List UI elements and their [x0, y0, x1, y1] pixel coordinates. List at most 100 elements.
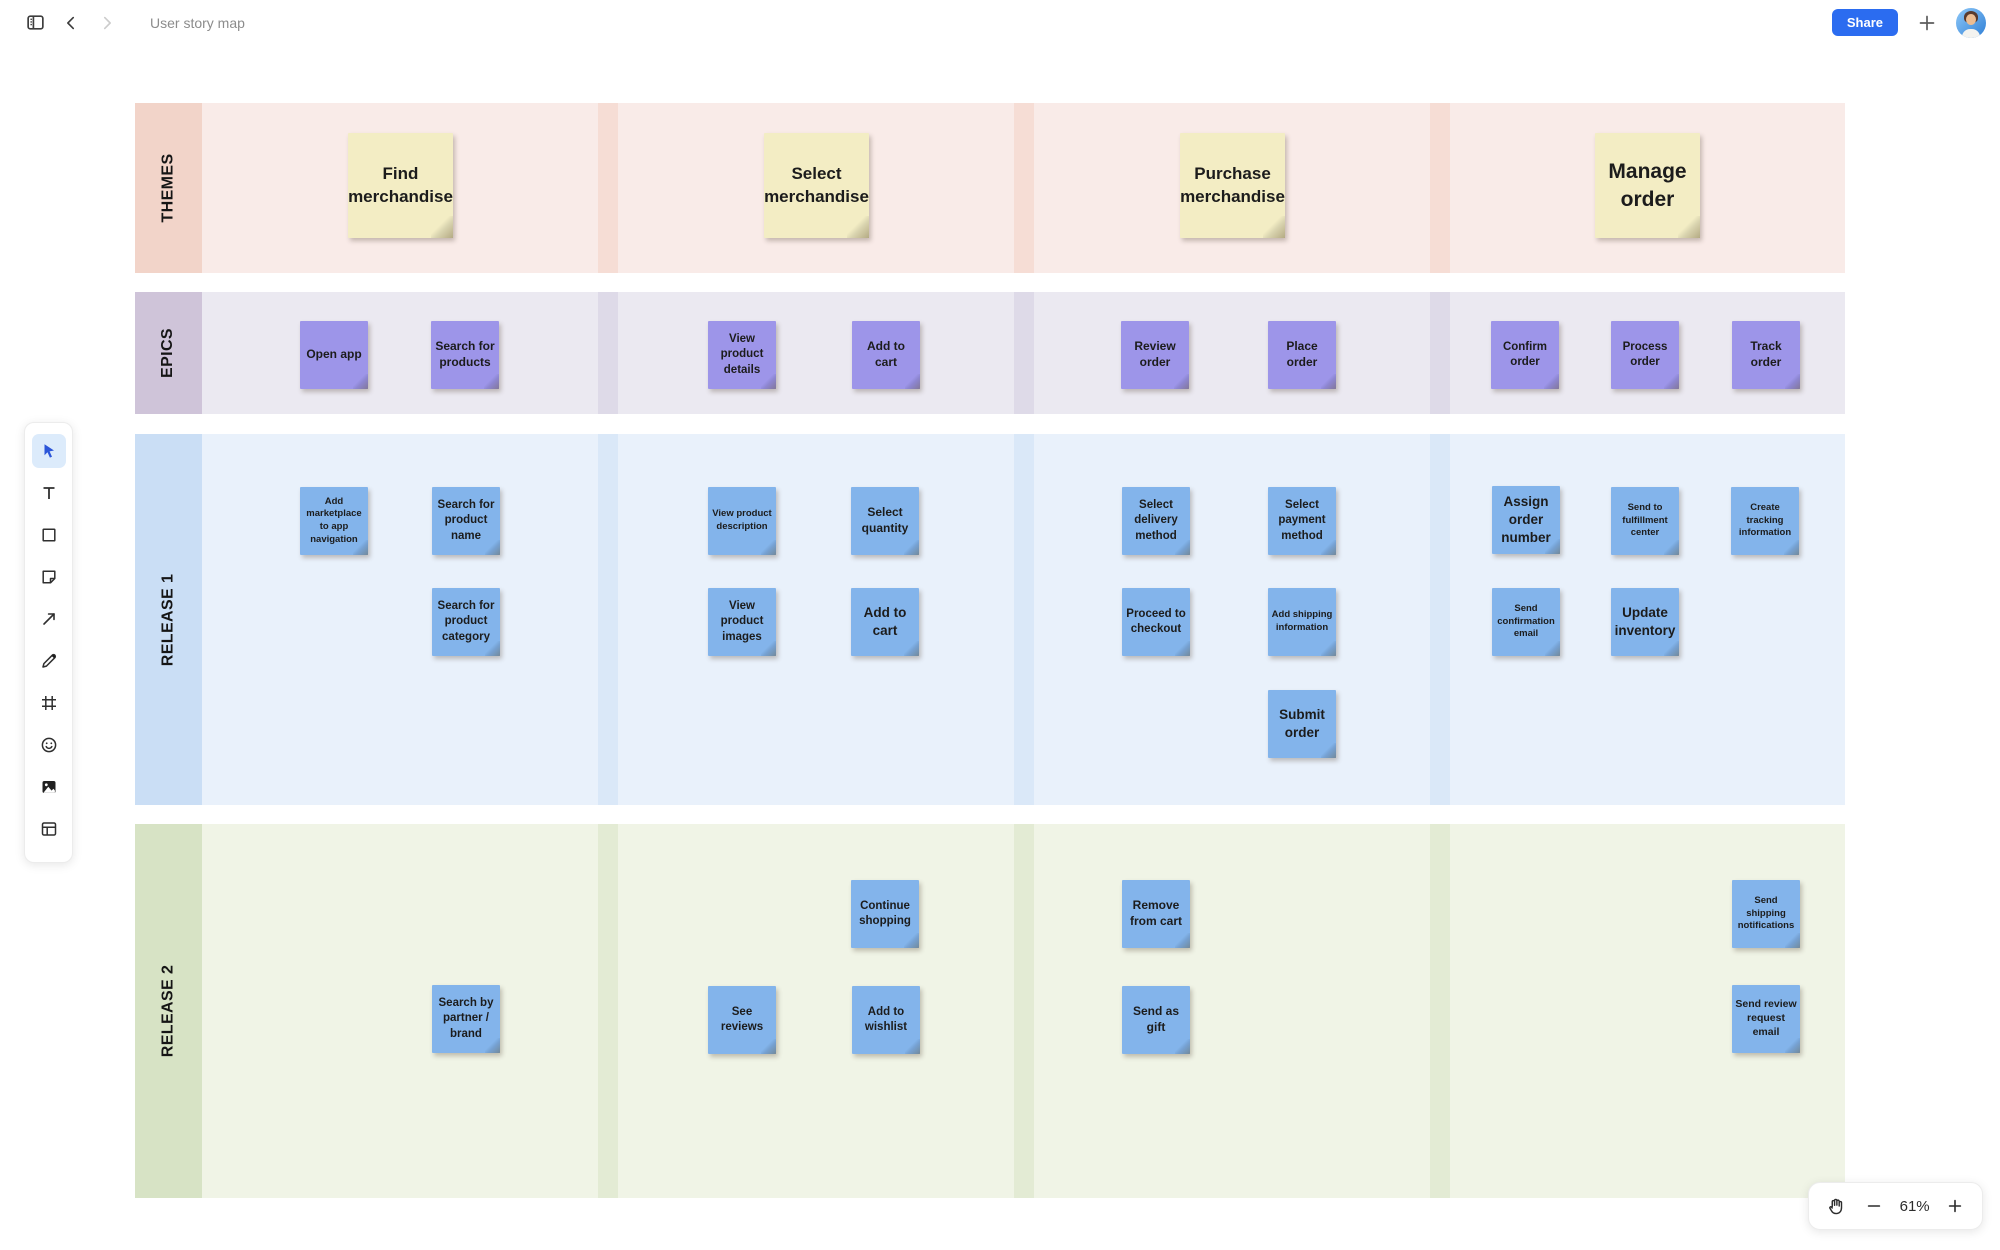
tool-shape[interactable] — [32, 518, 66, 552]
smiley-icon — [41, 737, 56, 753]
avatar-face — [1966, 13, 1976, 25]
column-divider — [1430, 824, 1450, 1198]
sticky-note-story[interactable]: Submit order — [1268, 690, 1336, 758]
sticky-note-epic[interactable]: Add to cart — [852, 321, 920, 389]
zoom-level[interactable]: 61% — [1899, 1197, 1930, 1215]
sticky-note-story[interactable]: Search for product name — [432, 487, 500, 555]
tool-palette — [24, 422, 73, 863]
sticky-note-epic[interactable]: Track order — [1732, 321, 1800, 389]
sticky-note-theme[interactable]: Manage order — [1595, 133, 1700, 238]
zoom-out-button[interactable] — [1861, 1193, 1887, 1219]
tool-pencil[interactable] — [32, 644, 66, 678]
sticky-note-story[interactable]: View product description — [708, 487, 776, 555]
column-divider — [598, 434, 618, 805]
pan-tool-button[interactable] — [1823, 1193, 1849, 1219]
row-label-epics: EPICS — [135, 292, 202, 414]
tool-emoji[interactable] — [32, 728, 66, 762]
row-release-2: RELEASE 2 — [135, 824, 1845, 1198]
plus-icon — [1919, 15, 1935, 30]
chevron-right-icon — [103, 16, 111, 29]
tool-table[interactable] — [32, 812, 66, 846]
sticky-note-story[interactable]: Create tracking information — [1731, 487, 1799, 555]
frame-icon — [41, 696, 56, 710]
tool-image[interactable] — [32, 770, 66, 804]
sticky-note-epic[interactable]: Confirm order — [1491, 321, 1559, 389]
sticky-note-epic[interactable]: Search for products — [431, 321, 499, 389]
tool-select[interactable] — [31, 434, 66, 468]
pencil-icon — [41, 653, 56, 668]
zoom-in-button[interactable] — [1942, 1193, 1968, 1219]
sticky-note-story[interactable]: Add to cart — [851, 588, 919, 656]
forward-button[interactable] — [96, 12, 118, 34]
new-board-button[interactable] — [1916, 12, 1938, 34]
sticky-note-story[interactable]: Add marketplace to app navigation — [300, 487, 368, 555]
sticky-note-epic[interactable]: Review order — [1121, 321, 1189, 389]
column-divider — [1014, 824, 1034, 1198]
sticky-note-theme[interactable]: Find merchandise — [348, 133, 453, 238]
sticky-note-epic[interactable]: Process order — [1611, 321, 1679, 389]
share-button[interactable]: Share — [1831, 9, 1898, 36]
column-divider — [1430, 103, 1450, 273]
sticky-note-story[interactable]: Send to fulfillment center — [1611, 487, 1679, 555]
sticky-note-story[interactable]: Remove from cart — [1122, 880, 1190, 948]
column-divider — [598, 824, 618, 1198]
column-divider — [1430, 434, 1450, 805]
square-icon — [41, 528, 56, 542]
avatar[interactable] — [1956, 7, 1986, 38]
tool-sticky-note[interactable] — [32, 560, 66, 594]
chevron-left-icon — [67, 16, 75, 29]
user-story-map-board: THEMES EPICS RELEASE 1 RELEASE 2 Find me… — [135, 103, 1845, 1198]
sticky-note-story[interactable]: Search by partner / brand — [432, 985, 500, 1053]
sticky-note-epic[interactable]: View product details — [708, 321, 776, 389]
sticky-note-story[interactable]: Send confirmation email — [1492, 588, 1560, 656]
sticky-note-icon — [41, 570, 56, 584]
tool-text[interactable] — [32, 476, 66, 510]
sticky-note-story[interactable]: Search for product category — [432, 588, 500, 656]
sidebar-toggle-button[interactable] — [24, 12, 46, 34]
sticky-note-story[interactable]: Select payment method — [1268, 487, 1336, 555]
sticky-note-story[interactable]: Select delivery method — [1122, 487, 1190, 555]
sticky-note-story[interactable]: Continue shopping — [851, 880, 919, 948]
plus-icon — [1948, 1199, 1962, 1213]
back-button[interactable] — [60, 12, 82, 34]
topbar: User story map Share — [0, 0, 2000, 45]
sticky-note-story[interactable]: Send review request email — [1732, 985, 1800, 1053]
hand-icon — [1829, 1198, 1843, 1215]
sticky-note-story[interactable]: Select quantity — [851, 487, 919, 555]
sticky-note-epic[interactable]: Open app — [300, 321, 368, 389]
column-divider — [1014, 292, 1034, 414]
tool-arrow[interactable] — [32, 602, 66, 636]
row-themes: THEMES — [135, 103, 1845, 273]
arrow-icon — [42, 613, 55, 625]
sticky-note-story[interactable]: See reviews — [708, 986, 776, 1054]
row-label-release-2: RELEASE 2 — [135, 824, 202, 1198]
row-label-themes: THEMES — [135, 103, 202, 273]
cursor-icon — [44, 444, 54, 458]
sticky-note-theme[interactable]: Purchase merchandise — [1180, 133, 1285, 238]
sticky-note-story[interactable]: Add shipping information — [1268, 588, 1336, 656]
sticky-note-story[interactable]: Send as gift — [1122, 986, 1190, 1054]
text-icon — [43, 487, 54, 499]
sticky-note-story[interactable]: Update inventory — [1611, 588, 1679, 656]
row-label-release-1: RELEASE 1 — [135, 434, 202, 805]
sticky-note-epic[interactable]: Place order — [1268, 321, 1336, 389]
sticky-note-story[interactable]: Send shipping notifications — [1732, 880, 1800, 948]
sticky-note-story[interactable]: Add to wishlist — [852, 986, 920, 1054]
minus-icon — [1868, 1205, 1881, 1207]
image-icon — [42, 781, 55, 793]
document-title[interactable]: User story map — [150, 14, 245, 31]
column-divider — [1430, 292, 1450, 414]
avatar-body — [1962, 28, 1980, 38]
row-epics: EPICS — [135, 292, 1845, 414]
row-release-1: RELEASE 1 — [135, 434, 1845, 805]
canvas[interactable]: THEMES EPICS RELEASE 1 RELEASE 2 Find me… — [0, 45, 2000, 1250]
column-divider — [1014, 103, 1034, 273]
column-divider — [598, 292, 618, 414]
table-icon — [41, 822, 56, 836]
column-divider — [1014, 434, 1034, 805]
sticky-note-story[interactable]: Assign order number — [1492, 486, 1560, 554]
sticky-note-theme[interactable]: Select merchandise — [764, 133, 869, 238]
sticky-note-story[interactable]: Proceed to checkout — [1122, 588, 1190, 656]
sticky-note-story[interactable]: View product images — [708, 588, 776, 656]
tool-frame[interactable] — [32, 686, 66, 720]
